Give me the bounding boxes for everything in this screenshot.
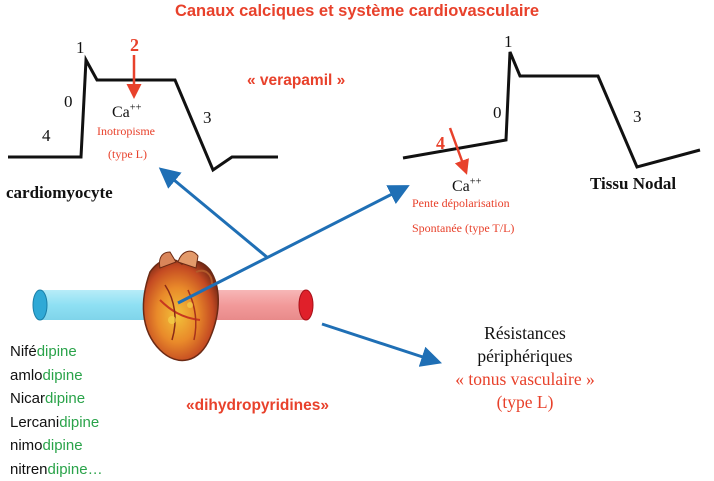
inotropism-label: Inotropisme: [97, 124, 155, 139]
ap-phase-2-label: 2: [130, 35, 139, 56]
artery-tube-end: [299, 290, 313, 320]
drug-item: amlodipine: [10, 364, 103, 388]
resistance-line-2: périphériques: [420, 345, 630, 368]
nodal-phase-1-label: 1: [504, 32, 513, 52]
page-title: Canaux calciques et système cardiovascul…: [0, 2, 714, 21]
drug-prefix: nitren: [10, 461, 48, 478]
vascular-resistance-block: Résistances périphériques « tonus vascul…: [420, 322, 630, 414]
ion-name: Ca: [452, 178, 470, 195]
resistance-line-1: Résistances: [420, 322, 630, 345]
drug-suffix: dipine: [43, 367, 83, 384]
drug-prefix: Nicar: [10, 390, 45, 407]
tissu-nodal-label: Tissu Nodal: [590, 174, 676, 194]
drug-suffix: dipine…: [48, 461, 103, 478]
ap-phase-1-label: 1: [76, 38, 85, 58]
drug-suffix: dipine: [43, 437, 83, 454]
ap-phase-0-label: 0: [64, 92, 73, 112]
drug-item: nimodipine: [10, 434, 103, 458]
vascular-channel-type: (type L): [420, 391, 630, 414]
drug-prefix: Nifé: [10, 343, 37, 360]
blue-arrow-to-nodal-tissue: [178, 187, 406, 303]
heart-illustration: [143, 251, 218, 360]
ap-phase-3-label: 3: [203, 108, 212, 128]
cardiomyocyte-ca-label: Ca++: [112, 104, 142, 122]
drug-item: Nicardipine: [10, 387, 103, 411]
ap-phase-4-label: 4: [42, 126, 51, 146]
dihydropyridine-drug-list: Nifédipine amlodipine Nicardipine Lercan…: [10, 340, 103, 481]
drug-item: Lercanidipine: [10, 411, 103, 435]
nodal-phase-4-label: 4: [436, 133, 445, 154]
ion-charge: ++: [130, 103, 142, 114]
drug-item: nitrendipine…: [10, 458, 103, 481]
verapamil-label: « verapamil »: [247, 72, 345, 90]
drug-prefix: nimo: [10, 437, 43, 454]
spontaneous-type-label: Spontanée (type T/L): [412, 221, 514, 236]
cardiomyocyte-channel-type: (type L): [108, 147, 147, 162]
nodal-action-potential-curve: [403, 52, 700, 167]
vein-tube: [38, 290, 148, 320]
drug-suffix: dipine: [59, 414, 99, 431]
vein-tube-end: [33, 290, 47, 320]
drug-suffix: dipine: [45, 390, 85, 407]
ion-charge: ++: [470, 177, 482, 188]
drug-suffix: dipine: [37, 343, 77, 360]
blue-arrow-to-cardiomyocyte: [162, 170, 268, 258]
vascular-tone-label: « tonus vasculaire »: [420, 368, 630, 391]
nodal-phase-3-label: 3: [633, 107, 642, 127]
drug-item: Nifédipine: [10, 340, 103, 364]
ion-name: Ca: [112, 104, 130, 121]
cardiomyocyte-label: cardiomyocyte: [6, 183, 113, 203]
drug-prefix: Lercani: [10, 414, 59, 431]
drug-prefix: amlo: [10, 367, 43, 384]
dihydropyridines-label: «dihydropyridines»: [186, 397, 329, 415]
nodal-phase-0-label: 0: [493, 103, 502, 123]
nodal-ca-label: Ca++: [452, 178, 482, 196]
depolarisation-slope-label: Pente dépolarisation: [412, 196, 510, 211]
